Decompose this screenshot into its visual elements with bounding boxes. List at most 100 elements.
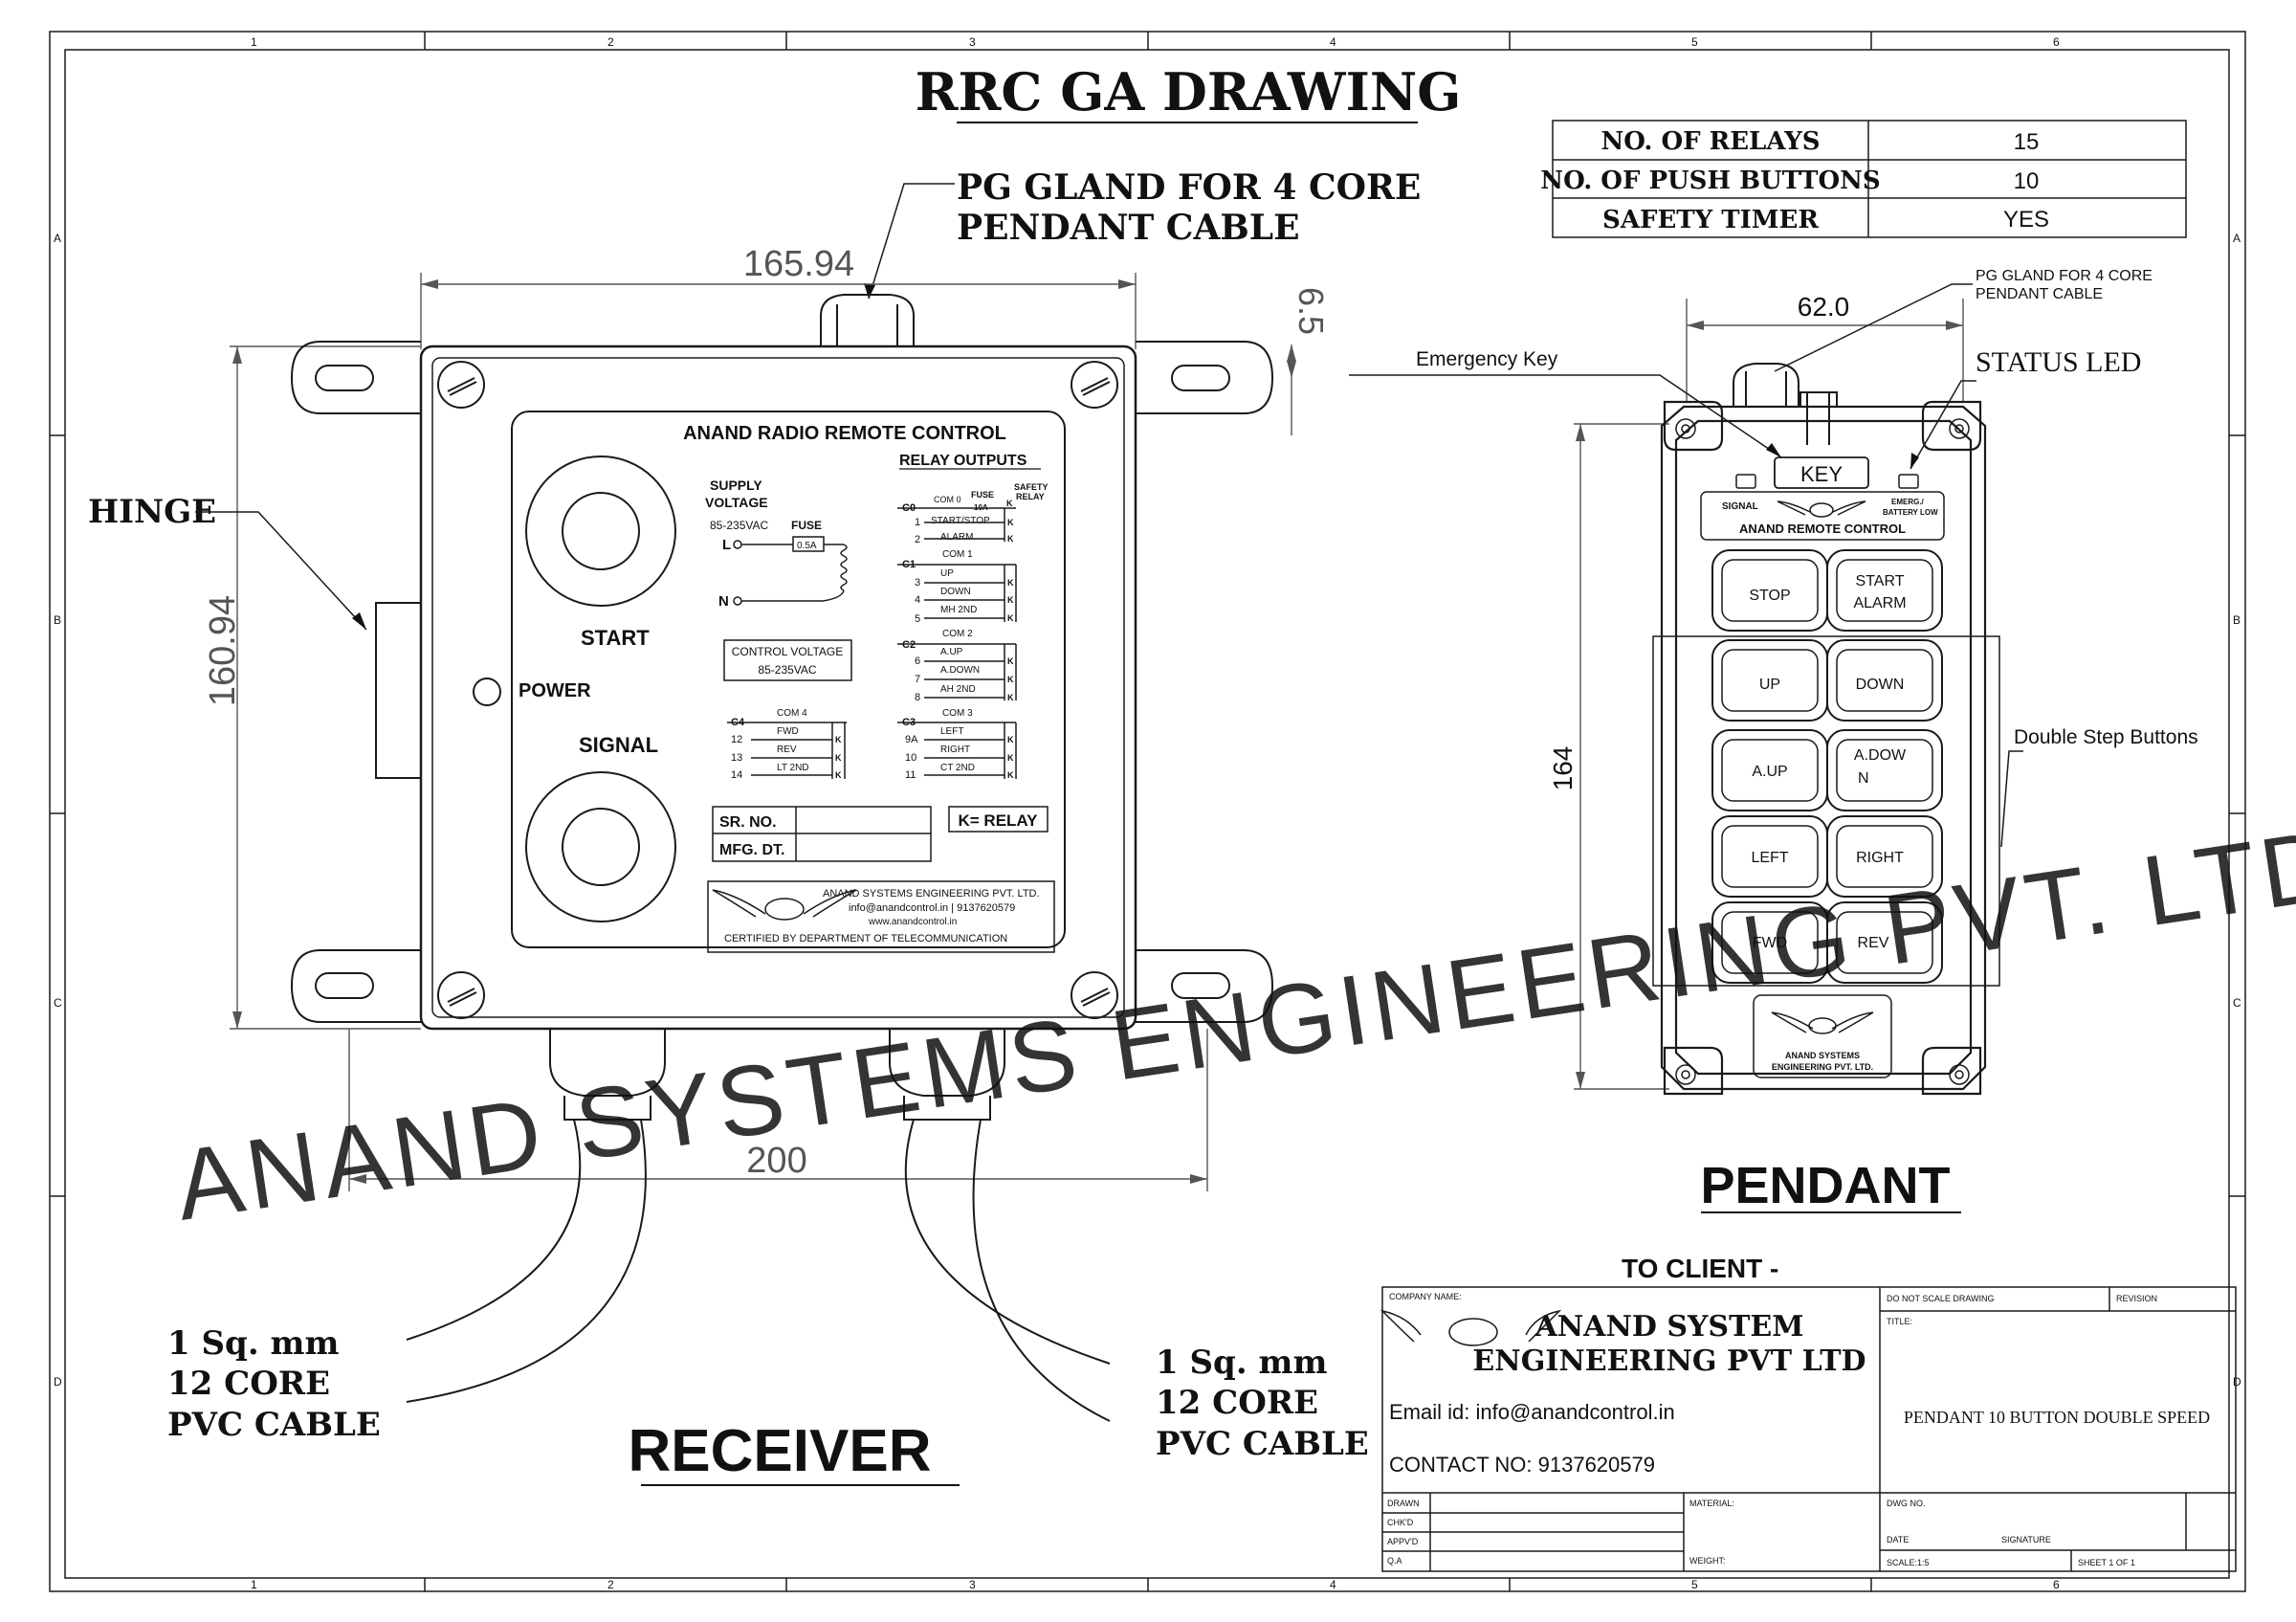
receiver-view: PG GLAND FOR 4 CORE PENDANT CABLE 165.94…: [88, 167, 1421, 1486]
corner-screws: [437, 361, 1118, 1019]
receiver-bottom-glands: [549, 1029, 1005, 1121]
relay-num: 11: [905, 769, 916, 781]
supply-range: 85-235VAC: [710, 519, 768, 532]
button-label: FWD: [1753, 935, 1787, 951]
pendant-wing-logo: [1777, 500, 1866, 518]
cable-right-label: PVC CABLE: [1156, 1425, 1369, 1463]
col-label-bottom: 3: [969, 1578, 976, 1591]
relay-k: K: [1007, 578, 1014, 588]
relay-name: REV: [777, 744, 797, 755]
pendant-button[interactable]: UP: [1711, 639, 1828, 722]
button-label: START: [1856, 573, 1905, 589]
pendant-button[interactable]: RIGHT: [1826, 815, 1943, 898]
title-block-email: Email id: info@anandcontrol.in: [1389, 1400, 1675, 1424]
relay-name: LEFT: [940, 726, 963, 737]
drawing-title-block: PENDANT 10 BUTTON DOUBLE SPEED: [1904, 1408, 2210, 1427]
row-label-left: C: [54, 996, 62, 1010]
relay-k: K: [1007, 613, 1014, 623]
relay-com-label: COM 2: [942, 629, 973, 639]
relay-k: K: [835, 735, 842, 744]
relay-num: 8: [915, 692, 920, 703]
col-label-top: 1: [251, 35, 257, 49]
start-label: START: [581, 626, 650, 650]
control-voltage: 85-235VAC: [758, 663, 816, 677]
pendant-button[interactable]: A.DOW N: [1826, 729, 1943, 811]
button-label: A.DOW: [1854, 747, 1907, 764]
button-label: STOP: [1749, 588, 1790, 604]
button-label: REV: [1858, 935, 1889, 951]
button-label: N: [1858, 770, 1869, 787]
supply-voltage: SUPPLY: [710, 478, 762, 493]
control-voltage: CONTROL VOLTAGE: [732, 645, 843, 658]
col-label-bottom: 6: [2053, 1578, 2060, 1591]
title-block-contact: CONTACT NO: 9137620579: [1389, 1453, 1655, 1477]
double-step-callout: Double Step Buttons: [2014, 726, 2198, 748]
relay-name: AH 2ND: [940, 684, 976, 695]
supply-wiring: [733, 536, 848, 606]
emergency-key-callout: Emergency Key: [1416, 348, 1558, 370]
qa-label: Q.A: [1387, 1556, 1402, 1566]
button-label: RIGHT: [1856, 850, 1904, 866]
button-label: LEFT: [1751, 850, 1788, 866]
pendant-top-plate: [1700, 491, 1945, 541]
row-label-right: A: [2233, 232, 2241, 245]
fuse-label: FUSE: [791, 519, 822, 532]
spec-value: YES: [2003, 207, 2049, 233]
pendant-button[interactable]: DOWN: [1826, 639, 1943, 722]
col-label-top: 4: [1330, 35, 1336, 49]
date-label: DATE: [1887, 1535, 1909, 1544]
plate-web: www.anandcontrol.in: [868, 917, 957, 927]
plate-company: ANAND SYSTEMS ENGINEERING PVT. LTD.: [823, 888, 1040, 900]
relay-num: 5: [915, 613, 920, 625]
row-label-left: D: [54, 1375, 62, 1389]
relay-name: MH 2ND: [940, 605, 977, 615]
relay-k: K: [1007, 753, 1014, 763]
pendant-buttons: STOP START ALARM UP DOWN A.UP: [1711, 549, 1943, 984]
plate-contact: info@anandcontrol.in | 9137620579: [849, 902, 1015, 914]
dim-width-bottom: 200: [746, 1141, 806, 1181]
pendant-button[interactable]: LEFT: [1711, 815, 1828, 898]
receiver-label-panel: [511, 411, 1066, 948]
signal-text: SIGNAL: [1722, 501, 1758, 512]
pendant-button[interactable]: REV: [1826, 901, 1943, 984]
company-name-label: COMPANY NAME:: [1389, 1292, 1462, 1301]
title-block: TO CLIENT - COMPANY NAME: ANAND SYSTEM E…: [1380, 1254, 2237, 1572]
spec-label: NO. OF RELAYS: [1601, 127, 1820, 156]
pendant-button[interactable]: START ALARM: [1826, 549, 1943, 632]
sr-no-label: SR. NO.: [719, 814, 777, 831]
pendant-gland: [1733, 363, 1838, 445]
relay-num: 10: [905, 752, 916, 764]
panel-heading: ANAND RADIO REMOTE CONTROL: [683, 423, 1006, 444]
status-led-callout: STATUS LED: [1976, 346, 2141, 378]
relay-k: K: [1007, 770, 1014, 780]
pendant-button[interactable]: A.UP: [1711, 729, 1828, 811]
relay-k: K: [1007, 675, 1014, 684]
to-client: TO CLIENT -: [1622, 1254, 1778, 1283]
title-block-company: ENGINEERING PVT LTD: [1472, 1344, 1866, 1378]
emerg-text: BATTERY LOW: [1883, 508, 1938, 517]
cable-left-label: 12 CORE: [167, 1365, 330, 1403]
safety-relay: SAFETY: [1014, 482, 1049, 492]
emergency-key: [1774, 456, 1869, 489]
mounting-ears: [290, 341, 1274, 1023]
start-lamp: [525, 455, 676, 607]
cable-right-label: 12 CORE: [1156, 1384, 1318, 1422]
row-label-left: A: [54, 232, 61, 245]
signal-label: SIGNAL: [579, 733, 658, 757]
pendant-button[interactable]: STOP: [1711, 549, 1828, 632]
relay-num: 1: [915, 517, 920, 528]
button-label: DOWN: [1856, 677, 1905, 693]
signal-led: [1735, 474, 1756, 489]
relay-com: C2: [902, 639, 916, 651]
col-label-bottom: 1: [251, 1578, 257, 1591]
col-label-bottom: 2: [607, 1578, 614, 1591]
relay-name: DOWN: [940, 587, 971, 597]
revision-label: REVISION: [2116, 1294, 2157, 1303]
com0-label: COM 0: [934, 495, 961, 504]
k-relay-label: K= RELAY: [959, 811, 1039, 830]
button-label: ALARM: [1853, 595, 1906, 611]
control-voltage-box: [723, 639, 852, 681]
signature-label: SIGNATURE: [2001, 1535, 2051, 1544]
spec-label: NO. OF PUSH BUTTONS: [1540, 167, 1880, 195]
receiver-gland-callout: PENDANT CABLE: [957, 208, 1300, 248]
